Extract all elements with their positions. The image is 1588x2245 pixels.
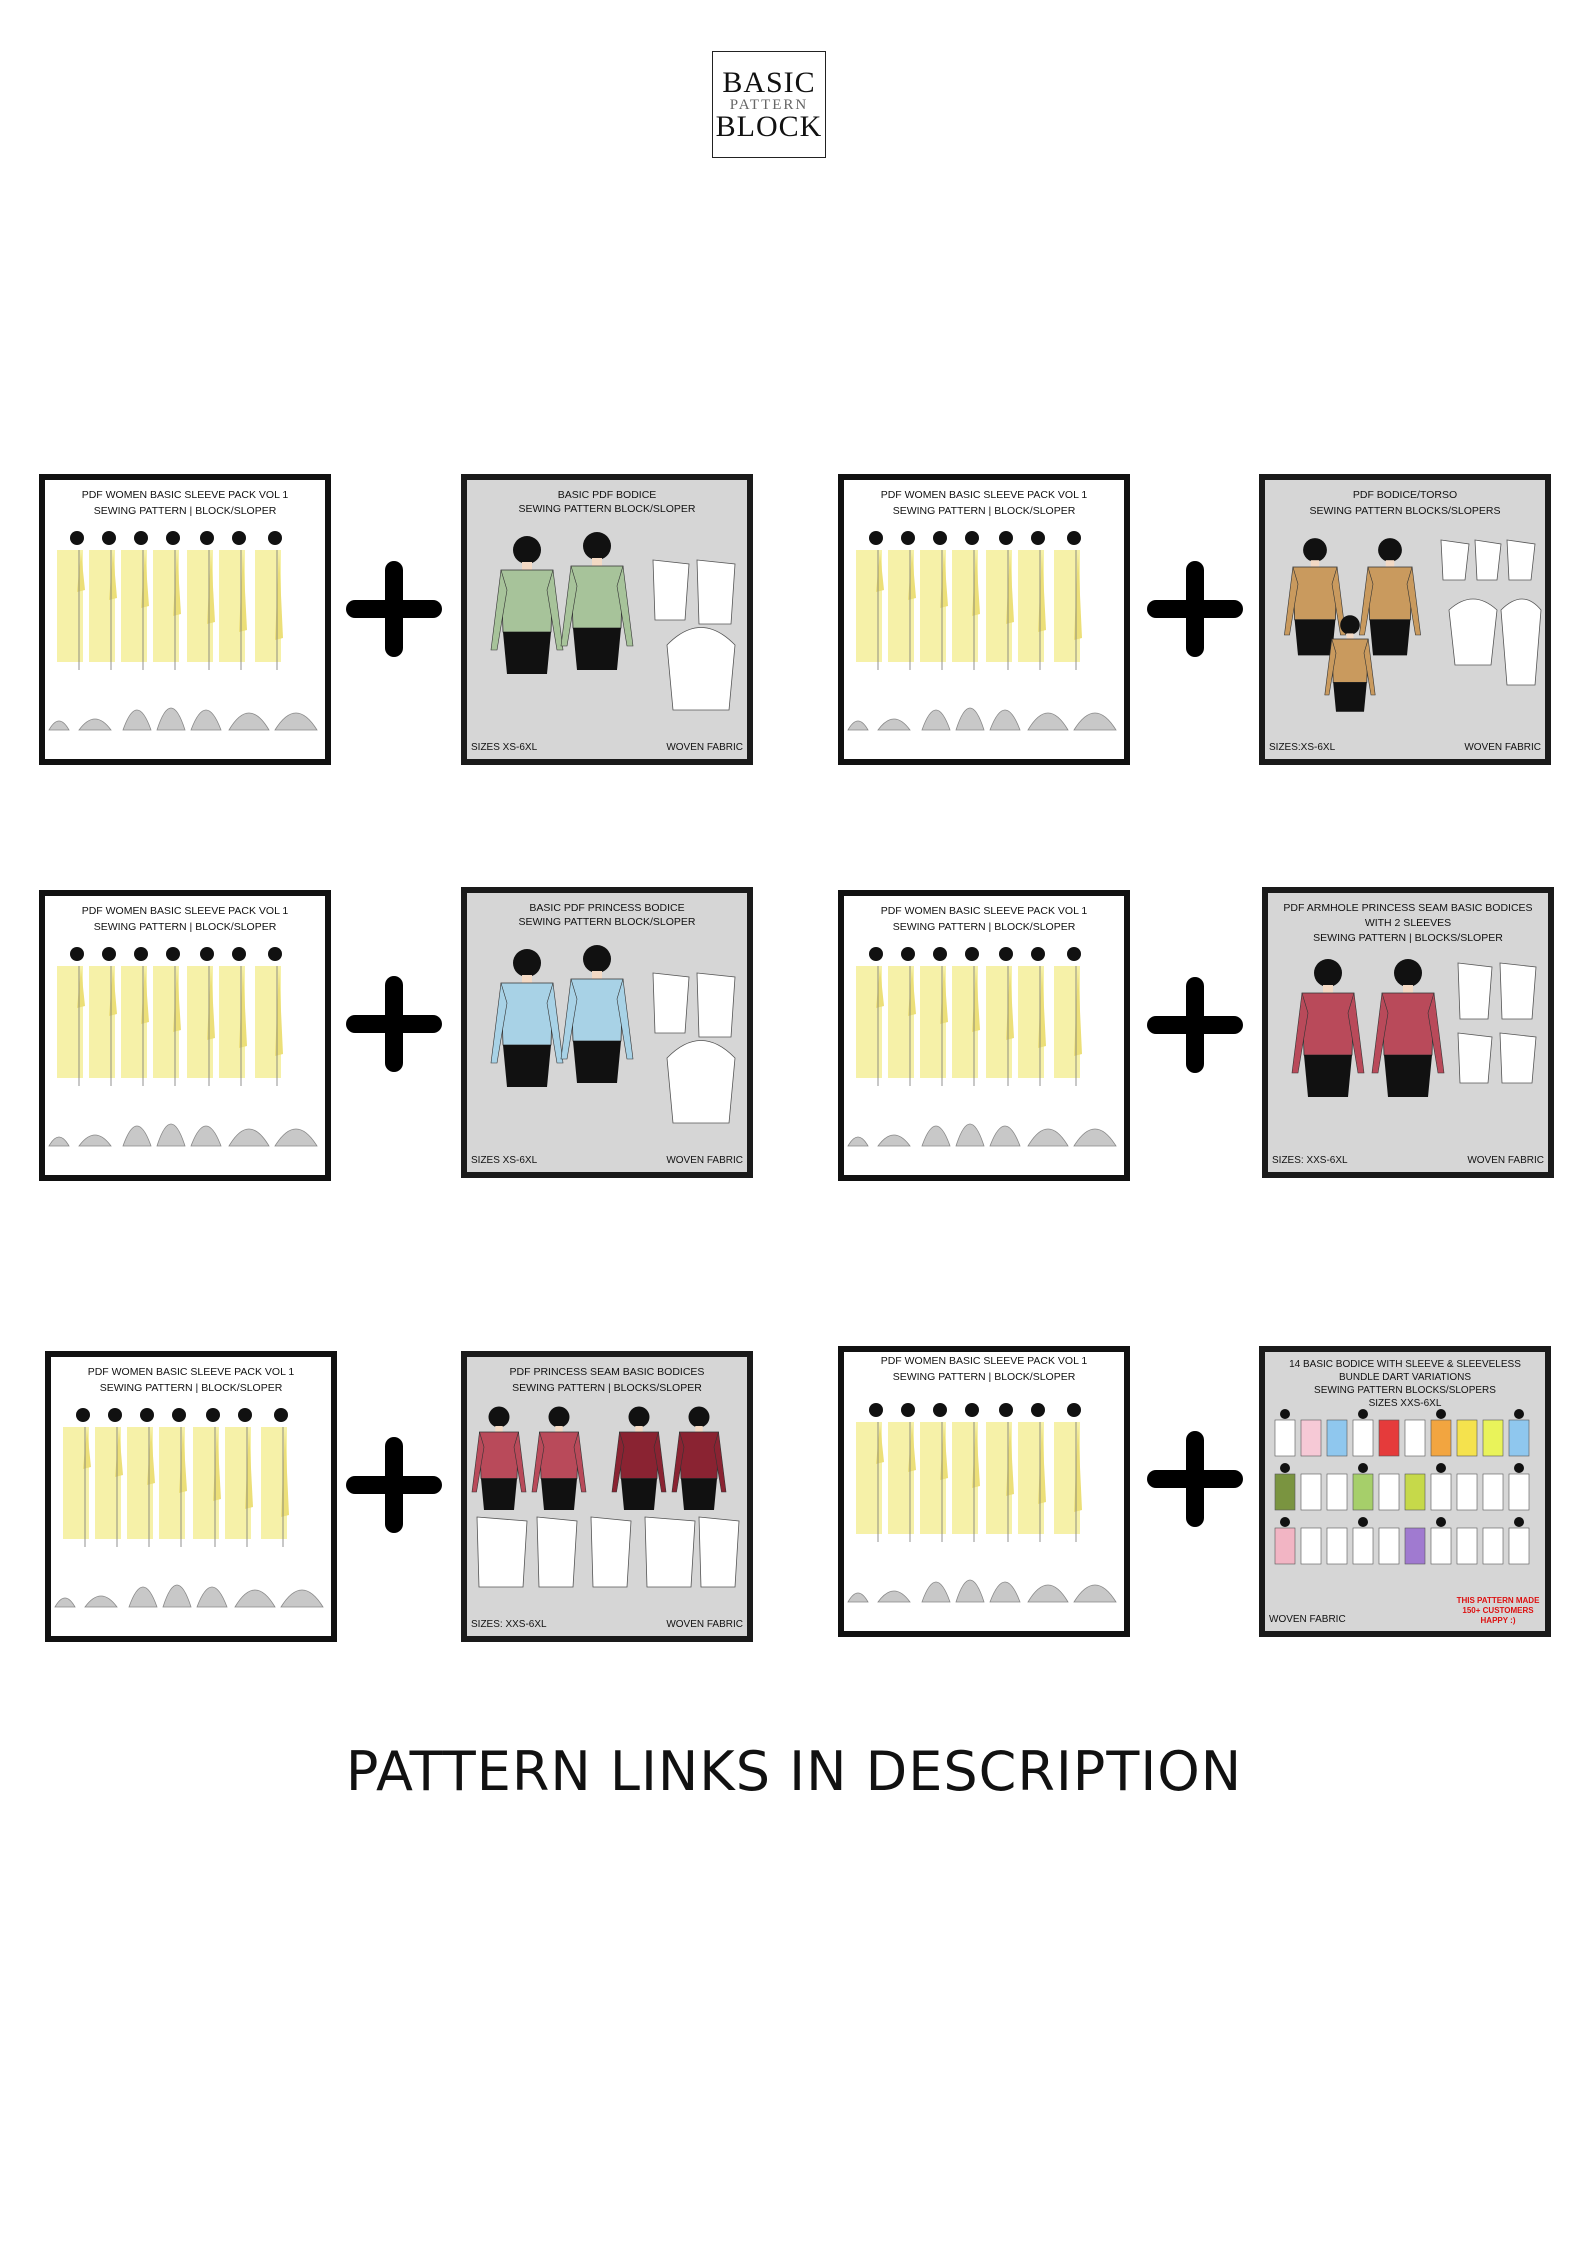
sleeve-pack-card-4[interactable]: PDF WOMEN BASIC SLEEVE PACK VOL 1 SEWING… — [838, 890, 1130, 1181]
bodice-illustration — [1291, 959, 1537, 1097]
card-title-line2: SEWING PATTERN BLOCK/SLOPER — [518, 503, 696, 515]
fabric-type: WOVEN FABRIC — [666, 742, 743, 753]
fabric-type: WOVEN FABRIC — [666, 1155, 743, 1166]
sleeve-illustration — [48, 531, 318, 731]
bodice-illustration — [490, 532, 736, 711]
bodice-illustration — [1284, 538, 1542, 712]
card-title-line2: SEWING PATTERN BLOCKS/SLOPERS — [1309, 505, 1501, 517]
brand-logo: BASIC PATTERN BLOCK — [712, 51, 826, 158]
size-range: SIZES: XXS-6XL — [471, 1619, 547, 1630]
bodice-illustration — [490, 945, 736, 1124]
sleeve-illustration — [847, 947, 1117, 1147]
card-title-line1: PDF ARMHOLE PRINCESS SEAM BASIC BODICES — [1283, 902, 1533, 914]
plus-icon — [1147, 1431, 1243, 1527]
plus-icon — [346, 976, 442, 1072]
sleeve-illustration — [847, 531, 1117, 731]
sleeve-illustration — [847, 1403, 1117, 1603]
card-title-line3: SEWING PATTERN | BLOCKS/SLOPER — [1313, 932, 1503, 944]
card-title-line2: SEWING PATTERN | BLOCK/SLOPER — [892, 921, 1076, 933]
size-range: SIZES XS-6XL — [471, 1155, 538, 1166]
sleeve-pack-card-6[interactable]: PDF WOMEN BASIC SLEEVE PACK VOL 1 SEWING… — [838, 1346, 1130, 1637]
card-title-line2: SEWING PATTERN | BLOCK/SLOPER — [99, 1382, 283, 1394]
customer-badge: THIS PATTERN MADE 150+ CUSTOMERS HAPPY :… — [1456, 1596, 1540, 1625]
fabric-type: WOVEN FABRIC — [1464, 742, 1541, 753]
card-title-line2: BUNDLE DART VARIATIONS — [1338, 1372, 1472, 1383]
pattern-links-footer: PATTERN LINKS IN DESCRIPTION — [345, 1740, 1243, 1803]
bodice-card-5[interactable]: PDF PRINCESS SEAM BASIC BODICES SEWING P… — [461, 1351, 753, 1642]
card-title-line1: PDF BODICE/TORSO — [1352, 489, 1458, 501]
card-title-line2: SEWING PATTERN | BLOCK/SLOPER — [93, 921, 277, 933]
card-title-line3: SEWING PATTERN BLOCKS/SLOPERS — [1314, 1385, 1496, 1396]
card-title-line2: SEWING PATTERN | BLOCKS/SLOPER — [512, 1382, 702, 1394]
card-title-line1: BASIC PDF BODICE — [557, 489, 657, 501]
card-title-line1: PDF WOMEN BASIC SLEEVE PACK VOL 1 — [81, 489, 289, 501]
sleeve-illustration — [54, 1408, 324, 1608]
fabric-type: WOVEN FABRIC — [666, 1619, 743, 1630]
sleeve-pack-card-5[interactable]: PDF WOMEN BASIC SLEEVE PACK VOL 1 SEWING… — [45, 1351, 337, 1642]
plus-icon — [346, 1437, 442, 1533]
bodice-card-4[interactable]: PDF ARMHOLE PRINCESS SEAM BASIC BODICES … — [1262, 887, 1554, 1178]
card-title-line2: SEWING PATTERN | BLOCK/SLOPER — [93, 505, 277, 517]
size-range: SIZES: XXS-6XL — [1272, 1155, 1348, 1166]
bodice-card-6[interactable]: 14 BASIC BODICE WITH SLEEVE & SLEEVELESS… — [1259, 1346, 1551, 1637]
plus-icon — [346, 561, 442, 657]
bodice-card-1[interactable]: BASIC PDF BODICE SEWING PATTERN BLOCK/SL… — [461, 474, 753, 765]
card-title-line2: SEWING PATTERN BLOCK/SLOPER — [518, 916, 696, 928]
logo-line-basic: BASIC — [722, 65, 816, 99]
card-title-line1: BASIC PDF PRINCESS BODICE — [529, 902, 685, 914]
bodice-illustration — [1274, 1409, 1530, 1565]
card-title-line2: WITH 2 SLEEVES — [1364, 917, 1452, 929]
plus-icon — [1147, 561, 1243, 657]
size-range: SIZES:XS-6XL — [1269, 742, 1336, 753]
card-title-line1: 14 BASIC BODICE WITH SLEEVE & SLEEVELESS — [1289, 1359, 1521, 1370]
card-title-line4: SIZES XXS-6XL — [1368, 1398, 1442, 1409]
sleeve-illustration — [48, 947, 318, 1147]
card-title-line1: PDF WOMEN BASIC SLEEVE PACK VOL 1 — [81, 905, 289, 917]
logo-line-pattern: PATTERN — [729, 96, 809, 113]
card-title-line1: PDF PRINCESS SEAM BASIC BODICES — [509, 1366, 705, 1378]
bodice-card-3[interactable]: BASIC PDF PRINCESS BODICE SEWING PATTERN… — [461, 887, 753, 1178]
plus-icon — [1147, 977, 1243, 1073]
sleeve-pack-card-2[interactable]: PDF WOMEN BASIC SLEEVE PACK VOL 1 SEWING… — [838, 474, 1130, 765]
size-range: SIZES XS-6XL — [471, 742, 538, 753]
card-title-line2: SEWING PATTERN | BLOCK/SLOPER — [892, 505, 1076, 517]
card-title-line2: SEWING PATTERN | BLOCK/SLOPER — [892, 1371, 1076, 1383]
bodice-card-2[interactable]: PDF BODICE/TORSO SEWING PATTERN BLOCKS/S… — [1259, 474, 1551, 765]
sleeve-pack-card-1[interactable]: PDF WOMEN BASIC SLEEVE PACK VOL 1 SEWING… — [39, 474, 331, 765]
fabric-type: WOVEN FABRIC — [1467, 1155, 1544, 1166]
card-title-line1: PDF WOMEN BASIC SLEEVE PACK VOL 1 — [87, 1366, 295, 1378]
card-title-line1: PDF WOMEN BASIC SLEEVE PACK VOL 1 — [880, 489, 1088, 501]
card-title-line1: PDF WOMEN BASIC SLEEVE PACK VOL 1 — [880, 905, 1088, 917]
bodice-illustration — [471, 1406, 740, 1588]
logo-line-block: BLOCK — [715, 109, 823, 143]
sleeve-pack-card-3[interactable]: PDF WOMEN BASIC SLEEVE PACK VOL 1 SEWING… — [39, 890, 331, 1181]
card-title-line1: PDF WOMEN BASIC SLEEVE PACK VOL 1 — [880, 1355, 1088, 1367]
fabric-type: WOVEN FABRIC — [1269, 1614, 1346, 1625]
